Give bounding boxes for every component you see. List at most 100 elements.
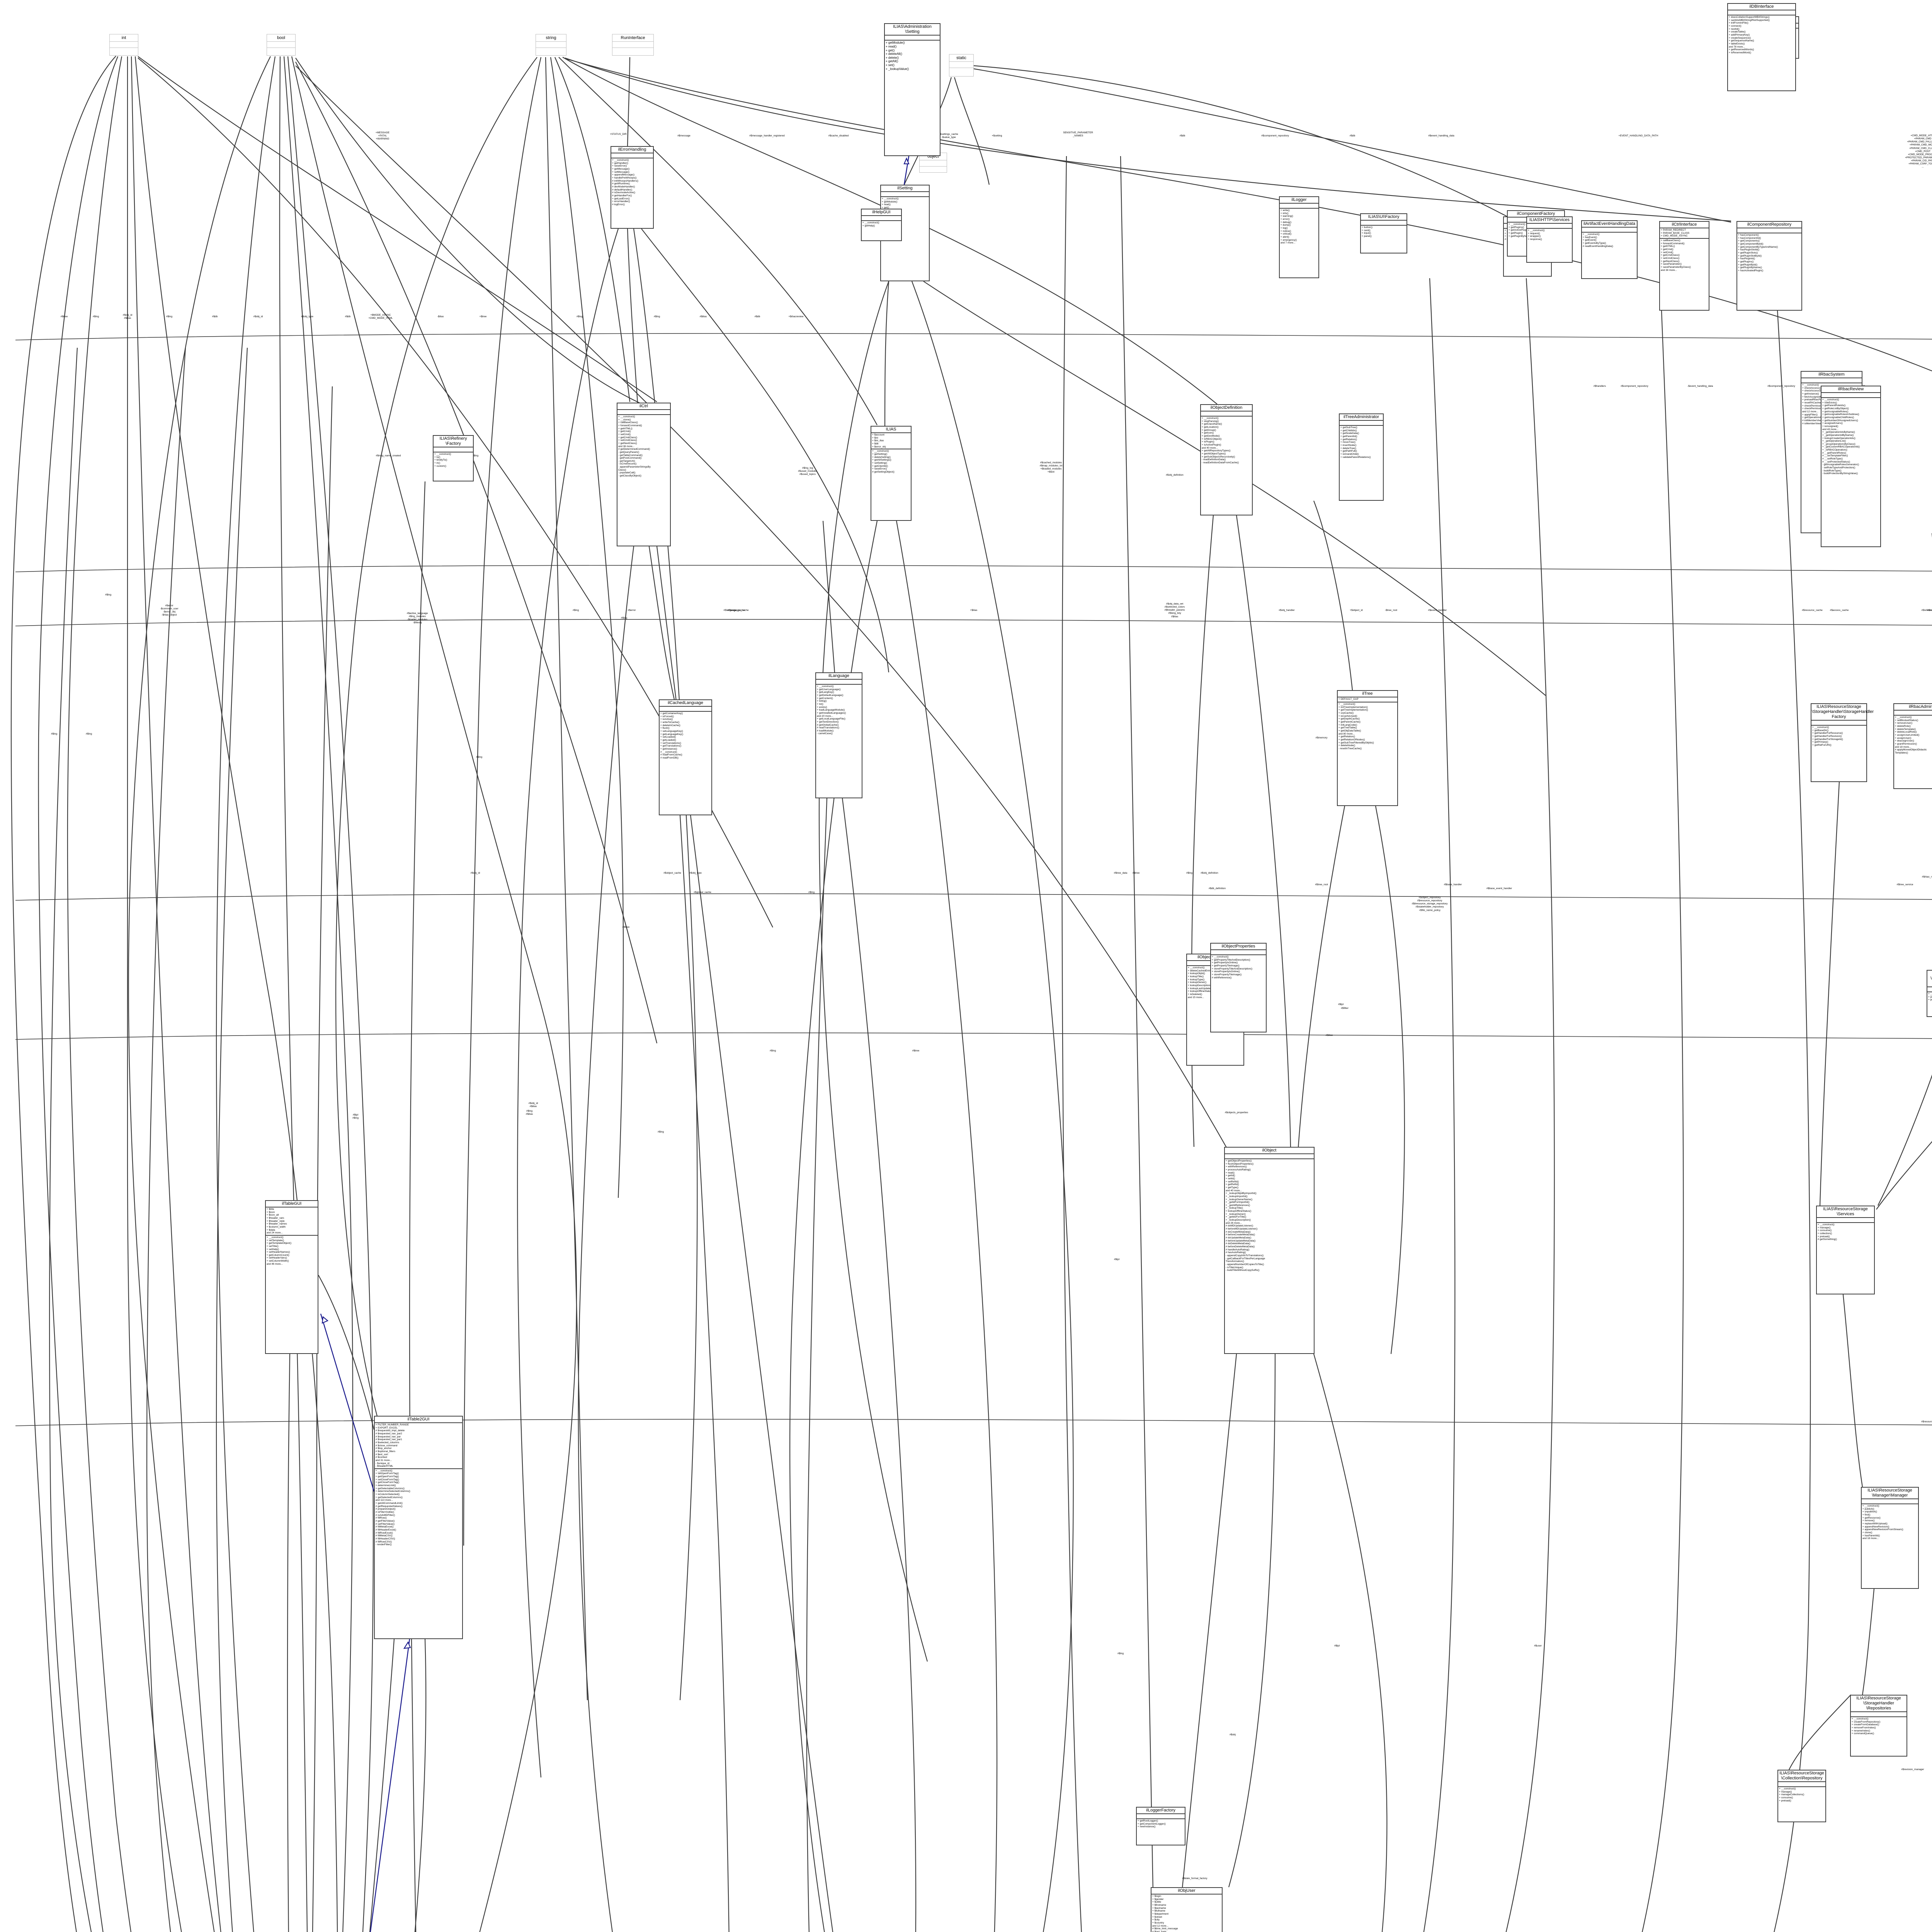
edge-label: #$lng [51,732,57,735]
edge-label: #$component_repository [1621,384,1648,388]
class-operation: + raiseError() [612,165,627,168]
class-node-ilFileUploadUI[interactable]: ILIAS\Refinery \Factory+ __construct()+ … [433,435,474,481]
class-node-ilTree[interactable]: ilTree+ DEFAULT_GAP+ __construct()+ init… [1337,690,1398,806]
class-attribute: # $time_limit_message [1152,1927,1178,1930]
edge-label: #$tree_root [1315,883,1328,886]
class-operation: + getLocation() [1202,425,1219,429]
edge-label: #$lng [573,609,579,612]
class-node-attributes [1801,378,1862,383]
class-operation: + getColumnCount() [267,1253,289,1257]
class-node-int[interactable]: int [109,34,138,56]
edge-label: #$filter [1341,1007,1349,1010]
class-operation: + deleteNode() [1338,744,1355,747]
class-operation: + __construct() [618,415,635,418]
class-operation: + getParentId() [1340,435,1357,438]
edge-label: #$tpl #$lng [352,1113,359,1119]
class-node-ilMainMenuGUI[interactable]: ILIAS\HTTP\Services+ __construct()+ requ… [1526,216,1573,263]
class-operation: + storePropertyTitleAndDescription() [1212,967,1253,970]
class-node-ilObject[interactable]: ilObject+ getObjectProperties()+ flushOb… [1224,1147,1315,1354]
class-operation: + lookupCreateOperationIds() [1822,437,1855,440]
class-attribute: # $last_login [1152,1930,1167,1932]
class-operation: + button() [1362,226,1373,229]
class-node-static[interactable]: static [949,54,974,77]
class-node-attributes [1862,1499,1918,1504]
edge-label: #$lng [658,1130,664,1133]
class-operation: + getId() [1226,1174,1235,1177]
class-node-ilHelpGUI[interactable]: ilHelpGUI+ __construct()+ getHelp() [861,209,902,241]
class-operation: - appendNumberOfCopiesToTitle() [1226,1263,1264,1266]
class-operation: + alert() [1281,235,1289,238]
class-node-ilTable2GUI[interactable]: ilTable2GUI+ FILTER_NUMBER_RANGE+ EXPORT… [374,1416,463,1639]
class-operation: + isAssigned() [1822,425,1838,428]
class-node-RunInterface[interactable]: RunInterface [612,34,654,56]
class-node-ilResourceStorageManager[interactable]: ILIAS\ResourceStorage \Manager\Manager+ … [1861,1487,1919,1589]
class-node-ilCtrlInterface[interactable]: ilCtrlInterface+ PARAM_REDIRECT+ PARAM_B… [1659,221,1709,311]
edge-label: #$lng #$ilias [526,1109,533,1116]
class-node-ilDBInterface[interactable]: ilDBInterface+ doesCollationSupportMB4St… [1727,3,1796,91]
edge-label: #$tree_service [1896,883,1913,886]
class-node-ilCustomInputGUI[interactable]: ILIAS\UI\Factory+ button()+ card()+ inpu… [1360,213,1407,253]
class-node-ilResourceStorageConsumer[interactable]: ILIAS\ResourceStorage \Consumer\StreamAc… [1927,970,1932,1017]
class-node-attributes [1225,1154,1314,1159]
class-node-ilTreeAdministrator[interactable]: ilTreeAdministrator+ getSubTree()+ getCh… [1339,413,1384,501]
class-attribute: + $city [1152,1918,1160,1922]
class-operation: + grantPermission() [1895,742,1917,745]
class-node-ilObjUser[interactable]: ilObjUser+ $login+ $gender+ $utitle+ $fi… [1151,1887,1223,1932]
class-attribute: + $header_vars [267,1216,284,1219]
class-node-operations: + __construct()+ getPropertyTitleAndDesc… [1211,955,1266,980]
class-node-ILIAS_Administration_Setting[interactable]: ILIAS\Administration \Setting+ getModule… [884,23,940,156]
class-operation: + getSetting() [872,452,888,456]
class-node-attributes [881,192,929,197]
class-operation: + getPluginSlotById() [1738,254,1762,257]
class-node-ilComponentRepository[interactable]: ilComponentRepository+ hasComponent()+ h… [1736,221,1802,311]
class-operation: + critical() [1281,233,1292,236]
class-node-title: int [110,34,138,42]
class-node-attributes [1361,221,1406,226]
class-operation: # doUpdateMetaData() [1226,1236,1252,1240]
class-operation: and 18 more... [1862,1537,1879,1540]
class-node-ILIAS[interactable]: ILIAS+ $account+ $ini+ $ini_ilias+ $db+ … [871,426,912,521]
class-node-ilRbacAdmin[interactable]: ilRbacAdmin+ __construct()+ setBlockedSt… [1893,703,1932,789]
class-operation: + _lookupOwnerName() [1226,1198,1253,1201]
class-node-StorageHandlerFactory[interactable]: ILIAS\ResourceStorage \StorageHandler\St… [1811,703,1874,782]
class-operation: # initMemberViewMode() [1802,419,1830,422]
class-node-bool[interactable]: bool [267,34,296,56]
class-node-attributes [1340,421,1383,426]
class-node-title: ilRbacSystem [1801,372,1862,378]
class-node-ilArtifactEventHandlingData[interactable]: ilArtifactEventHandlingData+ __construct… [1581,220,1638,279]
class-node-ilObjectDefinition[interactable]: ilObjectDefinition+ __construct()+ stopP… [1200,404,1253,515]
class-node-ilCachedLanguage[interactable]: ilCachedLanguage+ getContainerKey()+ isF… [659,699,712,815]
class-operation: + publish() [1862,1507,1874,1510]
class-node-operations: + __construct()+ request()+ wrapper()+ r… [1527,229,1572,242]
class-node-ilRepositoryCollection[interactable]: ILIAS\ResourceStorage \Collection\Reposi… [1777,1770,1826,1822]
edge-label: #$tree [1132,871,1140,874]
class-operation: + getActivePluginsInSlot() [1509,229,1537,232]
class-node-ilLanguage[interactable]: ilLanguage+ __construct()+ getUserLangua… [815,672,862,798]
class-node-ilCtrl[interactable]: ilCtrl+ __construct()+ __clone()+ callBa… [617,403,671,546]
class-node-ilTableGUI[interactable]: ilTableGUI+ $title+ $icon+ $icon_alt+ $h… [265,1200,318,1354]
class-node-ilDataFactoryUI[interactable]: ILIAS\ResourceStorage \StorageHandler \R… [1850,1695,1907,1757]
class-node-attributes [1894,711,1932,716]
class-operation: + lookupType() [1188,978,1205,981]
class-node-ilRbacReview[interactable]: ilRbacReview+ __construct()+ roleExists(… [1821,386,1881,547]
edge-label: #$language_cache [727,609,749,612]
class-operation: + getParentRoleIds() [1822,404,1846,407]
class-node-string[interactable]: string [536,34,566,56]
class-operation: + getTextDirection() [817,720,839,723]
class-attribute: # $close_command [376,1444,398,1447]
class-node-ilLoggerFactory[interactable]: ilLoggerFactory+ getRootLogger()+ getCom… [1136,1807,1185,1845]
class-operation: # fillRow() [376,1517,387,1520]
class-operation: + getRelation() [1338,735,1355,738]
class-operation: + notice() [1281,230,1291,233]
class-attribute: + $title [267,1208,274,1211]
class-node-attributes [1201,412,1252,417]
class-node-attributes [1527,224,1572,229]
class-node-ilErrorHandling[interactable]: ilErrorHandling+ __construct()+ getHandl… [611,146,654,229]
class-node-ilLogger[interactable]: ilLogger+ write()+ info()+ warning()+ er… [1279,196,1319,278]
edge-label: +$rbacreview [788,315,804,318]
class-node-ilResourceStorageServices[interactable]: ILIAS\ResourceStorage \Services+ __const… [1816,1206,1875,1294]
class-operation: + getDevMode() [1202,434,1220,437]
class-node-operations [920,167,947,172]
class-operation: + __construct() [1862,1504,1879,1507]
class-node-ilObjectProperties[interactable]: ilObjectProperties+ __construct()+ getPr… [1210,943,1267,1032]
